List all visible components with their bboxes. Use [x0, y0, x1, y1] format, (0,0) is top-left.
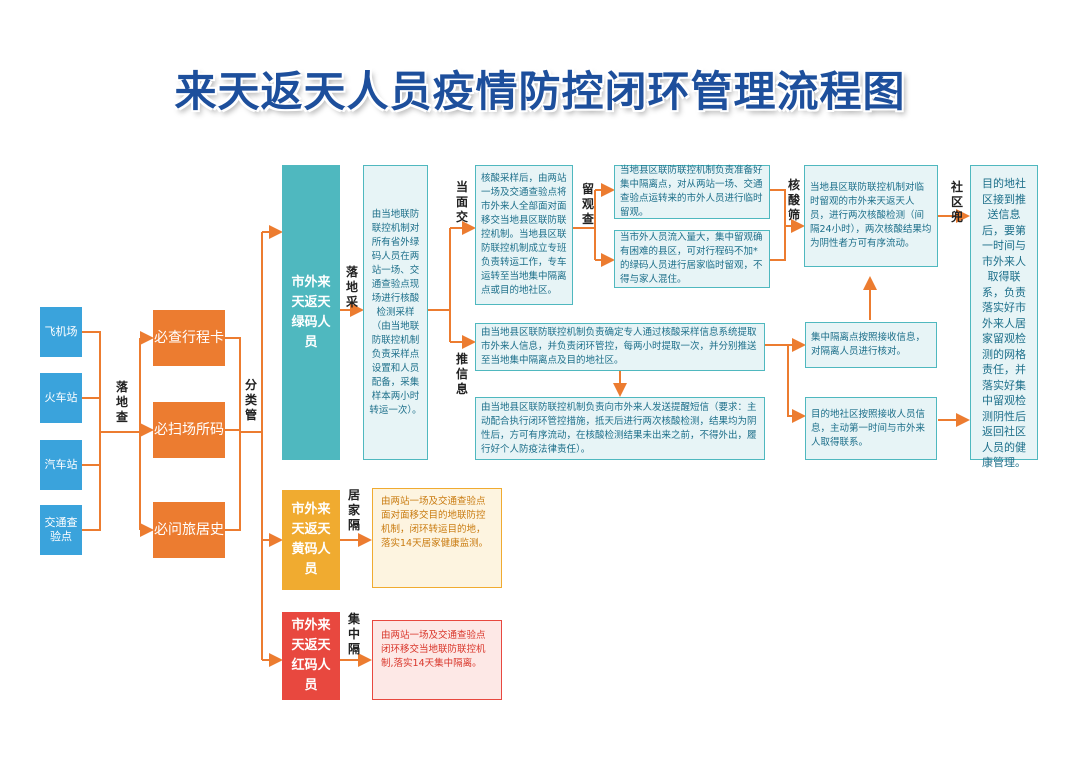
- label-liuguan-cha: 留观查: [581, 182, 594, 226]
- community-final-box: 目的地社区接到推送信息后，要第一时间与市外来人取得联系，负责落实好市外来人居家留…: [970, 165, 1038, 469]
- page-title: 来天返天人员疫情防控闭环管理流程图: [174, 67, 906, 116]
- isolation-point-box: 集中隔离点按照接收信息，对隔离人员进行核对。: [805, 322, 937, 368]
- location-airport: 飞机场: [40, 307, 82, 357]
- location-traffic-checkpoint: 交通查验点: [40, 505, 82, 555]
- label-fenlei-guan: 分类管: [244, 378, 257, 422]
- push-info-box: 由当地县区联防联控机制负责确定专人通过核酸采样信息系统提取市外来人信息，并负责闭…: [475, 323, 765, 371]
- label-luodi-cha: 落地查: [115, 380, 128, 424]
- label-hesuan-shai: 核酸筛: [787, 178, 800, 222]
- label-jujia-ge: 居家隔: [347, 488, 360, 532]
- yellow-code-text-box: 由两站一场及交通查验点面对面移交目的地联防控机制，闭环转运目的地，落实14天居家…: [372, 488, 502, 588]
- location-bus-station: 汽车站: [40, 440, 82, 490]
- label-shequ-dou: 社区兜: [950, 180, 963, 224]
- community-receive-box: 目的地社区按照接收人员信息，主动第一时间与市外来人取得联系。: [805, 397, 937, 460]
- label-jizhong-ge: 集中隔: [347, 612, 360, 656]
- observe-centralized-box: 当地县区联防联控机制负责准备好集中隔离点，对从两站一场、交通查验点运转来的市外人…: [614, 165, 770, 219]
- location-train-station: 火车站: [40, 373, 82, 423]
- red-code-text-box: 由两站一场及交通查验点闭环移交当地联防联控机制,落实14天集中隔离。: [372, 620, 502, 700]
- check-venue-code: 必扫场所码: [153, 402, 225, 458]
- check-itinerary-card: 必查行程卡: [153, 310, 225, 366]
- nucleic-test-box: 当地县区联防联控机制对临时留观的市外来天返天人员，进行两次核酸检测（间隔24小时…: [804, 165, 938, 267]
- sms-reminder-box: 由当地县区联防联控机制负责向市外来人发送提醒短信（要求：主动配合执行闭环管控措施…: [475, 397, 765, 460]
- group-green-code: 市外来天返天绿码人员: [282, 165, 340, 460]
- group-yellow-code: 市外来天返天黄码人员: [282, 490, 340, 590]
- label-dangmian-jiao: 当面交: [455, 180, 468, 224]
- handover-box: 核酸采样后，由两站一场及交通查验点将市外来人全部面对面移交当地县区联防联控机制。…: [475, 165, 573, 305]
- group-red-code: 市外来天返天红码人员: [282, 612, 340, 700]
- observe-home-box: 当市外人员流入量大，集中留观确有困难的县区，可对行程码不加*的绿码人员进行居家临…: [614, 230, 770, 288]
- label-luodi-cai: 落地采: [345, 265, 358, 309]
- sampling-box: 由当地联防联控机制对所有省外绿码人员在两站一场、交通查验点现场进行核酸检测采样（…: [363, 165, 428, 460]
- check-travel-history: 必问旅居史: [153, 502, 225, 558]
- label-tui-xinxi: 推信息: [455, 352, 468, 396]
